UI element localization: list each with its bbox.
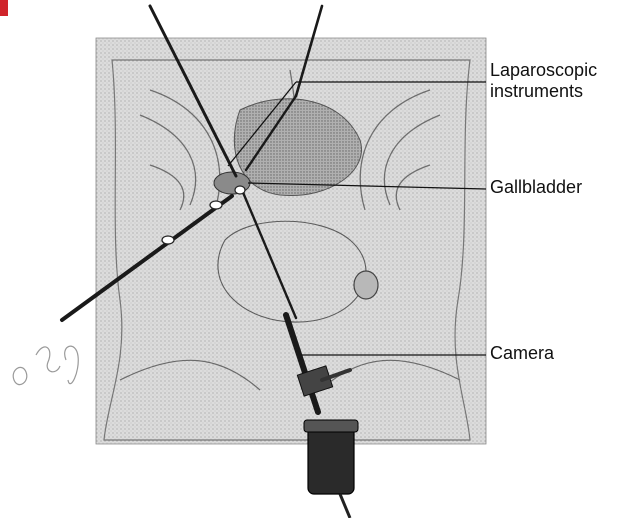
camera-cable	[340, 494, 350, 518]
camera-head-ring	[304, 420, 358, 432]
label-gallbladder: Gallbladder	[490, 177, 582, 198]
label-camera: Camera	[490, 343, 554, 364]
camera-head	[308, 422, 354, 494]
label-laparoscopic-instruments: Laparoscopic instruments	[490, 60, 597, 102]
accent-corner-mark	[0, 0, 8, 16]
handwritten-scribble	[13, 346, 78, 384]
navel	[354, 271, 378, 299]
